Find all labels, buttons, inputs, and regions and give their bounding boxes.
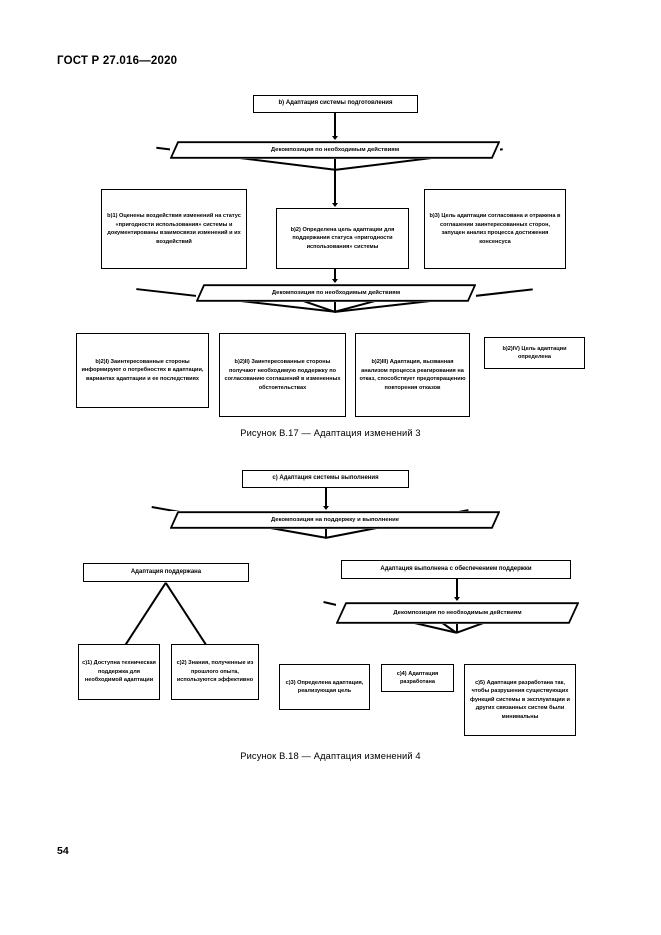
- connector-b17-dec1-to-n2: [334, 169, 336, 205]
- figure-b18-caption: Рисунок В.18 — Адаптация изменений 4: [240, 751, 421, 761]
- connector-b18-dec1-stem: [325, 529, 327, 537]
- arrowhead-b17-n2: [331, 203, 338, 207]
- b18-decomposition-1: Декомпозиция на поддержку и выполнение: [170, 511, 500, 529]
- connector-b17-root-down: [334, 113, 336, 138]
- b18-root-node: c) Адаптация системы выполнения: [242, 470, 409, 488]
- connector-b18-left-to-c1: [122, 582, 167, 649]
- b17-node-b2iv: b)2)IV) Цель адаптации определена: [484, 337, 585, 369]
- b18-node-c1: c)1) Доступна техническая поддержка для …: [78, 644, 160, 700]
- b17-node-b3: b)3) Цель адаптации согласована и отраже…: [424, 189, 566, 269]
- b17-node-b1: b)1) Оценены воздействия изменений на ст…: [101, 189, 247, 269]
- b18-node-c3: c)3) Определена адаптация, реализующая ц…: [279, 664, 370, 710]
- b18-node-c4: c)4) Адаптация разработана: [381, 664, 454, 692]
- parallelogram-shape: [170, 511, 500, 529]
- b17-decomposition-1: Декомпозиция по необходимым действиям: [170, 141, 500, 159]
- b17-node-b2ii: b)2)II) Заинтересованные стороны получаю…: [219, 333, 346, 417]
- standard-code-header: ГОСТ Р 27.016—2020: [57, 55, 178, 67]
- b17-node-b2i: b)2)I) Заинтересованные стороны информир…: [76, 333, 209, 408]
- arrowhead-b18-root: [322, 506, 329, 510]
- b18-node-c5: c)5) Адаптация разработана так, чтобы ра…: [464, 664, 576, 736]
- connector-b17-b2-down: [334, 269, 336, 282]
- parallelogram-shape: [196, 284, 476, 302]
- connector-b18-right-down: [456, 579, 458, 600]
- page-number: 54: [57, 845, 69, 857]
- figure-b17-caption: Рисунок В.17 — Адаптация изменений 3: [240, 428, 421, 438]
- parallelogram-shape: [336, 602, 579, 624]
- b17-decomposition-2: Декомпозиция по необходимым действиям: [196, 284, 476, 302]
- connector-b18-root-down: [325, 488, 327, 508]
- b17-node-b2iii: b)2)III) Адаптация, вызванная анализом п…: [355, 333, 470, 417]
- arrowhead-b17-dec2: [331, 279, 338, 283]
- b17-node-b2: b)2) Определена цель адаптации для подде…: [276, 208, 409, 269]
- b18-branch-right: Адаптация выполнена с обеспечением подде…: [341, 560, 571, 579]
- arrowhead-b18-dec2: [453, 597, 460, 601]
- connector-b18-dec2-stem: [456, 624, 458, 632]
- connector-b17-dec1-stem: [334, 159, 336, 169]
- connector-b17-dec2-stem: [334, 302, 336, 311]
- b18-branch-left: Адаптация поддержана: [83, 563, 249, 582]
- arrowhead-b17-root: [331, 136, 338, 140]
- connector-b18-left-to-c2: [165, 582, 210, 649]
- parallelogram-shape: [170, 141, 500, 159]
- b18-node-c2: c)2) Знания, полученные из прошлого опыт…: [171, 644, 259, 700]
- b18-decomposition-2: Декомпозиция по необходимым действиям: [336, 602, 579, 624]
- b17-root-node: b) Адаптация системы подготовления: [253, 95, 418, 113]
